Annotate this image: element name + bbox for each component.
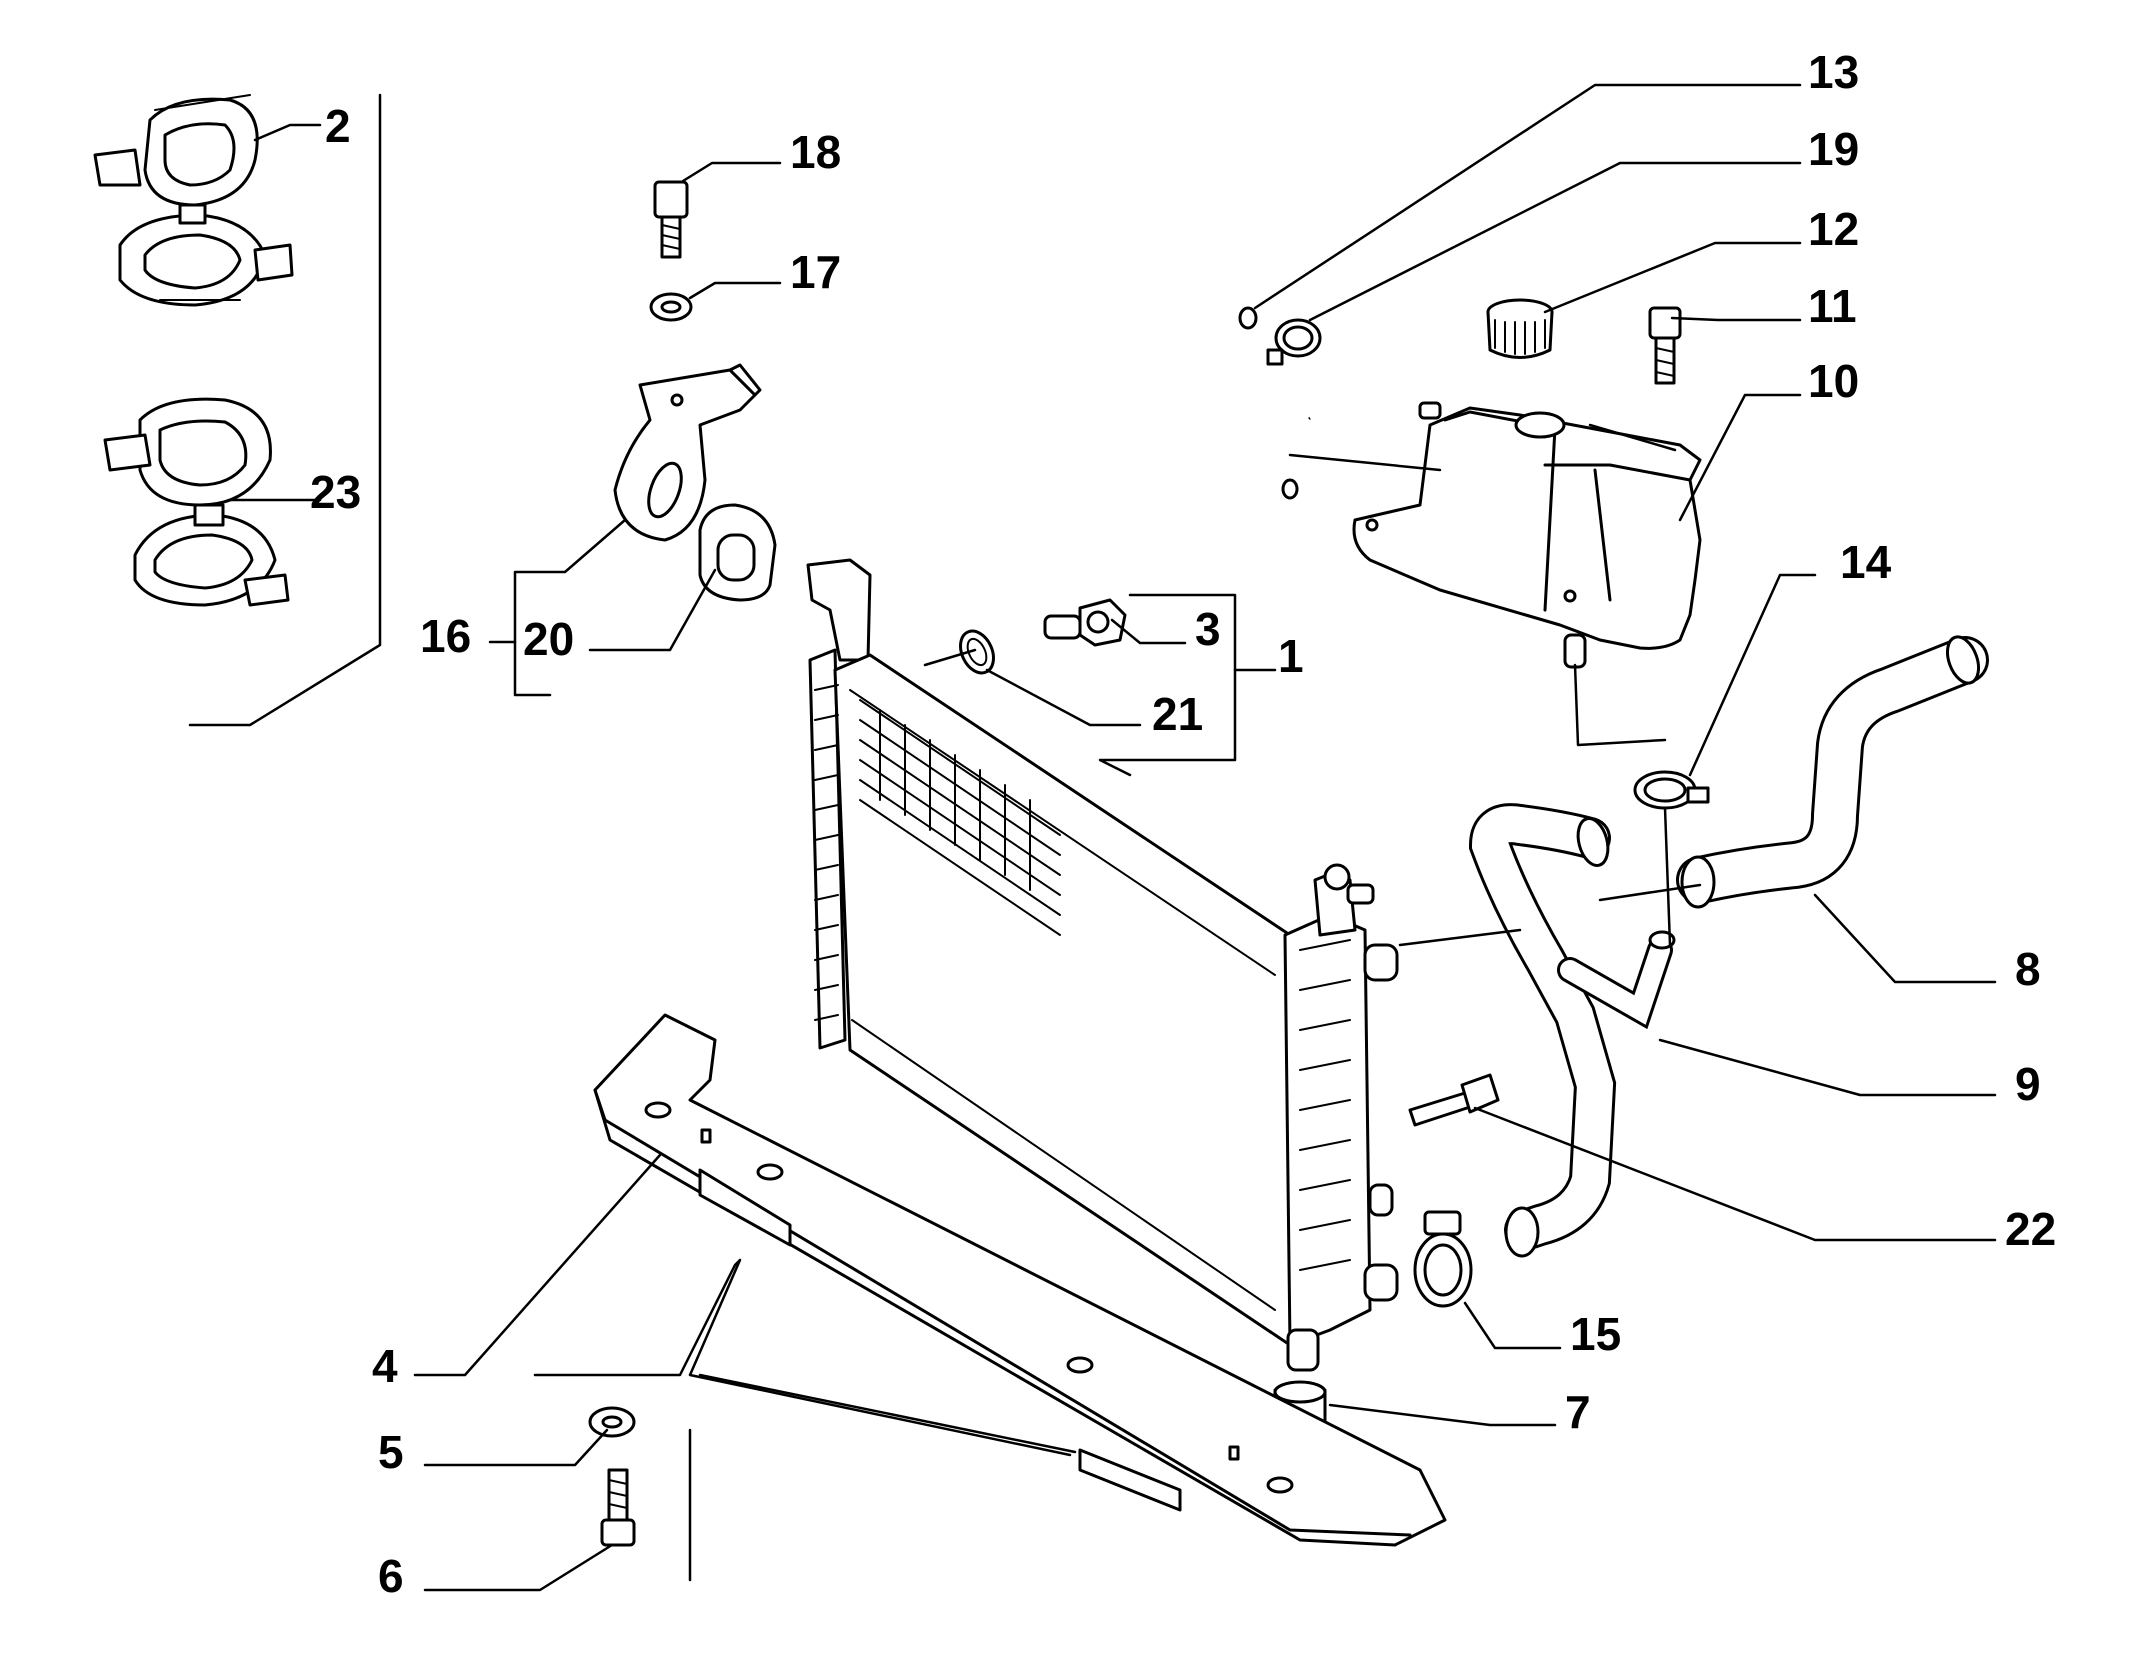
- part-9-hose: [1468, 803, 1676, 1258]
- callout-9: 9: [2015, 1058, 2041, 1110]
- part-23-clip: [103, 397, 290, 607]
- callout-19: 19: [1808, 123, 1859, 175]
- leader-lines: [188, 83, 1997, 1592]
- callout-11: 11: [1808, 280, 1857, 332]
- part-14-clamp: [1633, 770, 1710, 810]
- part-17-washer: [649, 292, 693, 322]
- part-11-bolt: [1648, 306, 1682, 385]
- callout-15: 15: [1570, 1308, 1621, 1360]
- callout-21: 21: [1152, 688, 1203, 740]
- callout-5: 5: [378, 1426, 404, 1478]
- part-16-bracket: [613, 363, 762, 542]
- part-5-washer: [588, 1406, 636, 1438]
- callout-13: 13: [1808, 46, 1859, 98]
- callout-2: 2: [325, 100, 351, 152]
- callout-22: 22: [2005, 1203, 2056, 1255]
- callout-10: 10: [1808, 355, 1859, 407]
- part-10-expansion-tank: [1352, 401, 1702, 669]
- part-18-bolt: [653, 180, 689, 259]
- part-3-sensor: [1043, 598, 1127, 647]
- callout-labels: 1 2 3 4 5 6 7 8 9 10 11 12 13 14 15 16 1…: [310, 46, 2056, 1602]
- part-2-clip: [93, 94, 294, 307]
- callout-18: 18: [790, 126, 841, 178]
- part-20-grommet: [698, 503, 777, 602]
- callout-16: 16: [420, 610, 471, 662]
- part-15-clamp: [1413, 1210, 1473, 1308]
- part-12-cap: [1486, 298, 1554, 359]
- part-13-hose: [1136, 305, 1380, 500]
- part-8-hose: [1676, 635, 1989, 909]
- callout-20: 20: [523, 613, 574, 665]
- part-1-radiator: [806, 558, 1399, 1372]
- callout-1: 1: [1278, 630, 1304, 682]
- callout-6: 6: [378, 1550, 404, 1602]
- callout-8: 8: [2015, 943, 2041, 995]
- callout-3: 3: [1195, 603, 1221, 655]
- callout-7: 7: [1565, 1386, 1591, 1438]
- part-21-o-ring: [959, 629, 995, 675]
- part-19-clamp: [1266, 318, 1322, 366]
- part-22-bolt: [1408, 1073, 1500, 1127]
- callout-4: 4: [372, 1340, 398, 1392]
- callout-14: 14: [1840, 536, 1892, 588]
- callout-23: 23: [310, 466, 361, 518]
- part-6-bolt: [600, 1468, 636, 1547]
- part-4-cross-member: [593, 1013, 1447, 1547]
- callout-17: 17: [790, 246, 841, 298]
- callout-12: 12: [1808, 203, 1859, 255]
